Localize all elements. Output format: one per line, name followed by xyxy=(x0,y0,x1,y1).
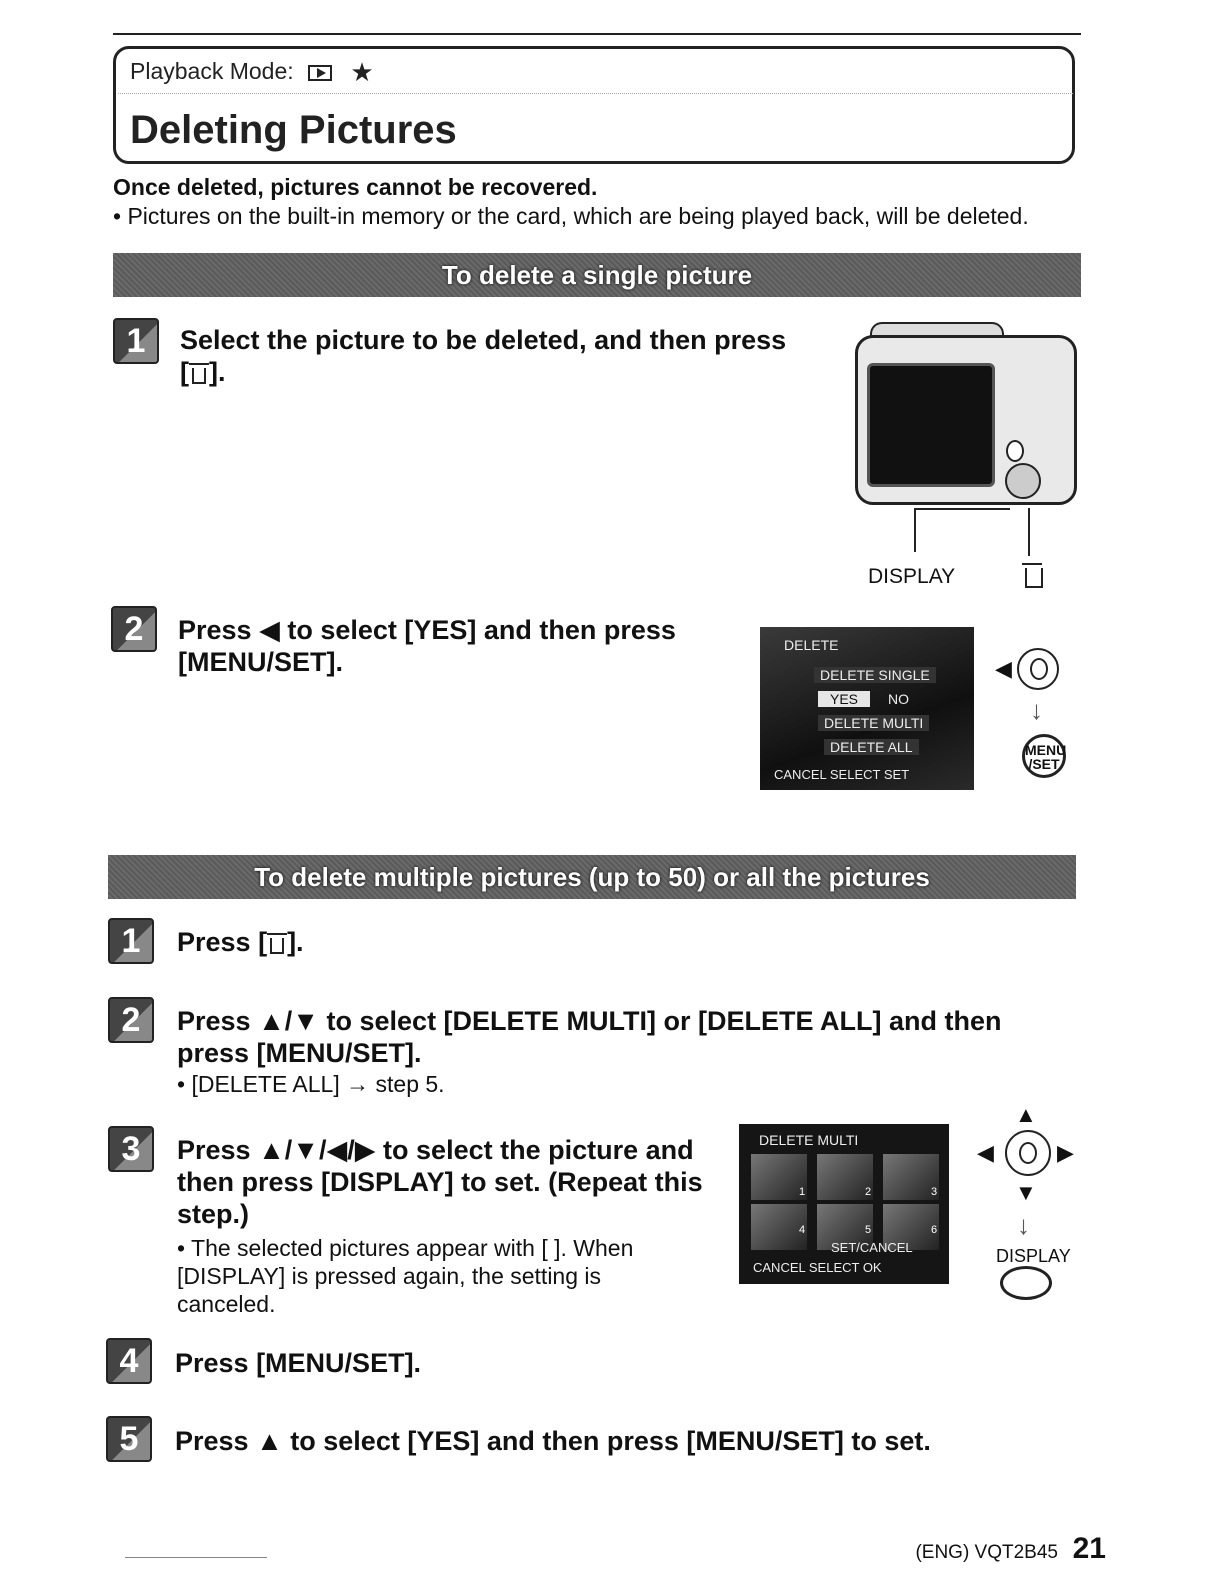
control-pad: ◀ xyxy=(995,628,1081,718)
leader-line xyxy=(914,508,916,552)
step-text: Select the picture to be deleted, and th… xyxy=(180,325,787,387)
menu-yes: YES xyxy=(818,691,871,707)
menu-delete-all: DELETE ALL xyxy=(824,739,919,755)
thumb-number: 4 xyxy=(799,1224,806,1236)
step-bullet: • [DELETE ALL] → step 5. xyxy=(177,1071,445,1097)
down-arrow-icon: ↓ xyxy=(1030,695,1043,725)
top-rule xyxy=(113,33,1081,35)
thumb-number: 3 xyxy=(931,1186,938,1198)
step-number: 1 xyxy=(113,318,159,364)
screen-title: DELETE MULTI xyxy=(759,1132,859,1148)
delete-multi-screen: DELETE MULTI 1 2 3 4 5 6 SET/CANCEL CANC… xyxy=(739,1124,949,1284)
down-arrow-icon: ↓ xyxy=(1017,1210,1030,1240)
thumbnail xyxy=(817,1204,873,1250)
control-pad: ▲ ◀ ▶ ▼ xyxy=(975,1104,1079,1204)
note-text: • Pictures on the built-in memory or the… xyxy=(113,203,1029,229)
step-text-tail: ]. xyxy=(209,357,226,387)
section-heading-single: To delete a single picture xyxy=(113,253,1081,297)
screen-footer: CANCEL SELECT OK xyxy=(753,1260,882,1275)
step-text-main: Select the picture to be deleted, and th… xyxy=(180,325,787,355)
leader-line xyxy=(914,508,1010,510)
camera-button xyxy=(1006,440,1024,462)
mode-line: Playback Mode: ★ xyxy=(130,57,374,88)
leader-line xyxy=(1028,508,1030,556)
up-arrow-icon: ▲ xyxy=(1015,1102,1037,1127)
right-arrow-icon: ▶ xyxy=(1057,1140,1074,1165)
playback-icon xyxy=(308,65,333,81)
down-arrow-icon: ▼ xyxy=(1015,1180,1037,1205)
thumb-number: 6 xyxy=(931,1224,938,1236)
doc-code: (ENG) VQT2B45 xyxy=(915,1542,1058,1563)
step-number: 2 xyxy=(111,606,157,652)
trash-icon xyxy=(189,363,209,384)
header-box xyxy=(113,46,1075,164)
mode-label: Playback Mode: xyxy=(130,58,294,84)
thumb-number: 1 xyxy=(799,1186,806,1198)
delete-single-screen: DELETE DELETE SINGLE YES NO DELETE MULTI… xyxy=(760,627,974,790)
divider xyxy=(125,1557,267,1558)
screen-footer: CANCEL SELECT SET xyxy=(774,767,910,782)
step-text-main: Press [ xyxy=(177,927,268,957)
display-label: DISPLAY xyxy=(996,1246,1071,1266)
step-text-tail: ]. xyxy=(287,927,304,957)
step-text: Press ▲/▼ to select [DELETE MULTI] or [D… xyxy=(177,1006,1002,1068)
screen-title: DELETE xyxy=(784,637,839,653)
step-number: 3 xyxy=(108,1126,154,1172)
step-text: Press ▲ to select [YES] and then press [… xyxy=(175,1426,931,1456)
page-number: 21 xyxy=(1072,1532,1106,1565)
step-number: 5 xyxy=(106,1416,152,1462)
step-bullet: • The selected pictures appear with [ ].… xyxy=(177,1235,634,1317)
step-text: Press []. xyxy=(177,926,304,958)
menu-delete-single: DELETE SINGLE xyxy=(814,667,936,683)
divider xyxy=(118,93,1073,94)
thumb-number: 5 xyxy=(865,1224,872,1236)
left-arrow-icon: ◀ xyxy=(995,656,1012,681)
pad-center xyxy=(1019,1142,1037,1164)
page-title: Deleting Pictures xyxy=(130,108,457,152)
thumbnail xyxy=(817,1154,873,1200)
step-text: Press ◀ to select [YES] and then press [… xyxy=(178,615,676,677)
menu-set-button-icon: MENU /SET xyxy=(1022,734,1066,778)
warning-text: Once deleted, pictures cannot be recover… xyxy=(113,174,598,200)
camera-screen xyxy=(867,363,995,487)
section-heading-multiple: To delete multiple pictures (up to 50) o… xyxy=(108,855,1076,899)
star-icon: ★ xyxy=(350,57,374,87)
set-cancel-label: SET/CANCEL xyxy=(831,1240,913,1255)
step-text: Press [MENU/SET]. xyxy=(175,1348,422,1378)
menu-no: NO xyxy=(888,691,909,707)
menu-delete-multi: DELETE MULTI xyxy=(818,715,930,731)
left-arrow-icon: ◀ xyxy=(977,1140,994,1165)
step-number: 1 xyxy=(108,918,154,964)
thumbnail xyxy=(883,1204,939,1250)
thumbnail xyxy=(751,1204,807,1250)
thumb-number: 2 xyxy=(865,1186,872,1198)
display-label: DISPLAY xyxy=(868,565,956,588)
camera-dial xyxy=(1005,463,1041,499)
pad-center xyxy=(1030,658,1048,680)
display-button-icon xyxy=(1000,1266,1052,1300)
step-text: Press ▲/▼/◀/▶ to select the picture and … xyxy=(177,1135,703,1229)
trash-icon xyxy=(1022,563,1043,588)
step-number: 2 xyxy=(108,997,154,1043)
step-number: 4 xyxy=(106,1338,152,1384)
thumbnail xyxy=(751,1154,807,1200)
trash-icon xyxy=(267,933,288,954)
thumbnail xyxy=(883,1154,939,1200)
